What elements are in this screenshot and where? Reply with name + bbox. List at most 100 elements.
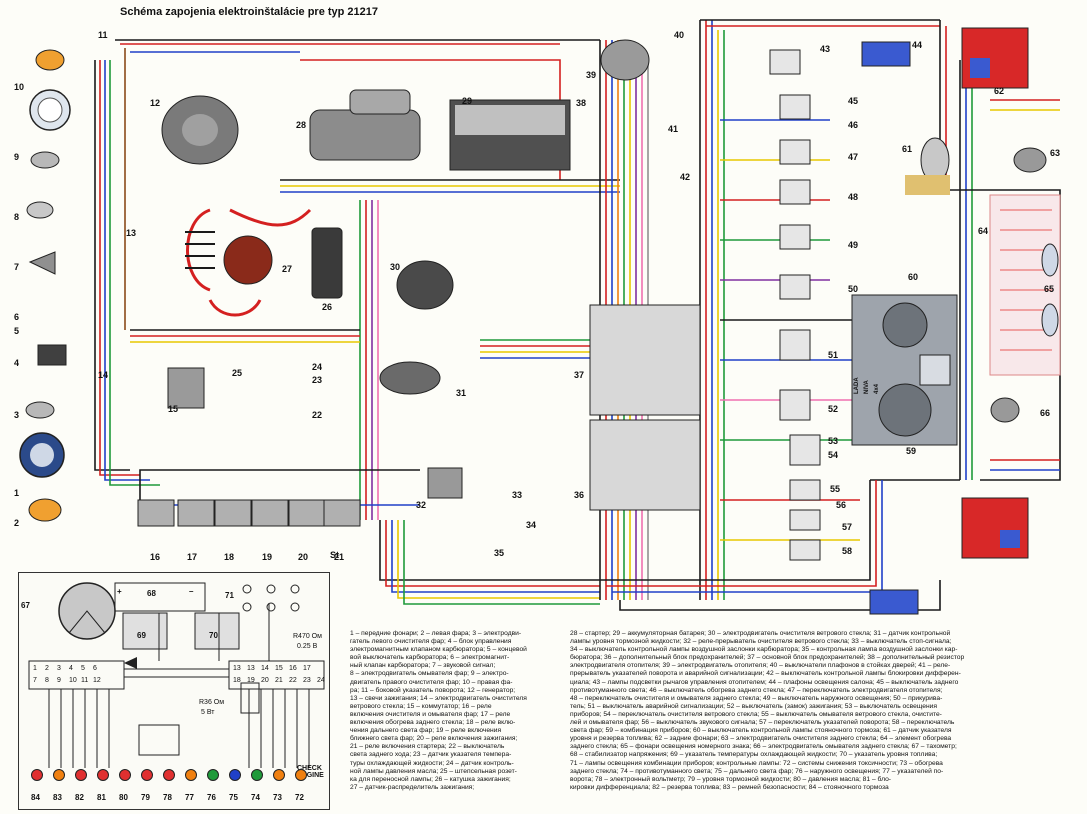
resistor-470-label: R470 Ом (293, 633, 322, 640)
connector-pin: 11 (81, 677, 89, 684)
warning-lamp-80 (119, 769, 131, 781)
component-number-66: 66 (1040, 408, 1051, 418)
relay-20 (288, 499, 326, 527)
component-number-36: 36 (574, 490, 585, 500)
horn-7 (28, 251, 56, 275)
warning-lamp-number: 83 (53, 793, 62, 802)
component-number-18: 18 (224, 552, 235, 562)
component-number-60: 60 (908, 272, 919, 282)
control-block-4 (37, 344, 67, 366)
warning-lamp-number: 78 (163, 793, 172, 802)
component-number-52: 52 (828, 404, 839, 414)
connector-pin: 24 (317, 677, 325, 684)
relay-32 (427, 467, 463, 499)
ignition-coil-26 (311, 227, 343, 299)
connector-pin: 5 (81, 665, 85, 672)
connector-pin: 23 (303, 677, 311, 684)
legend-line: лей и омывателя фар; 56 – выключатель зв… (570, 719, 955, 727)
start-relay-label: St (330, 550, 339, 560)
warning-lamp-number: 79 (141, 793, 150, 802)
resistor-36-label: R36 Ом (199, 699, 225, 706)
connector-pin: 3 (57, 665, 61, 672)
fuse-block-36 (589, 419, 701, 511)
warning-lamp-74 (251, 769, 263, 781)
component-number-7: 7 (14, 262, 20, 272)
legend-column-1: 1 – передние фонари; 2 – левая фара; 3 –… (350, 630, 582, 792)
harness-wires (94, 19, 1061, 611)
component-number-64: 64 (978, 226, 989, 236)
sensor-31 (379, 361, 441, 395)
legend-line: света заднего хода; 23 – датчик указател… (350, 751, 512, 759)
relay-18 (214, 499, 252, 527)
plate-lamp-65a (1041, 243, 1059, 277)
fuse-block-37 (589, 304, 701, 416)
legend-line: гатель левого очистителя фар; 4 – блок у… (350, 638, 512, 646)
warning-lamp-77 (185, 769, 197, 781)
component-number-21: 21 (334, 552, 345, 562)
legend-line: тель; 51 – выключатель аварийной сигнали… (570, 702, 938, 710)
component-number-65: 65 (1044, 284, 1055, 294)
warning-lamp-number: 74 (251, 793, 260, 802)
component-number-4: 4 (14, 358, 20, 368)
component-number-19: 19 (262, 552, 273, 562)
connector-pin: 19 (247, 677, 255, 684)
legend-line: противотуманного света; 46 – выключатель… (570, 686, 943, 694)
legend-line: ветрового стекла; 15 – коммутатор; 16 – … (350, 702, 492, 710)
component-number-57: 57 (842, 522, 853, 532)
cluster-lamps-label: 71 (225, 591, 234, 600)
lada-niva-label: LADA NIVA 4x4 (854, 377, 880, 394)
component-number-34: 34 (526, 520, 537, 530)
legend-line: приборов; 54 – переключатель очистителя … (570, 710, 942, 718)
heater-motor-39 (600, 39, 650, 81)
warning-lamp-73 (273, 769, 285, 781)
connector-pin: 14 (261, 665, 269, 672)
legend-line: 8 – электродвигатель омывателя фар; 9 – … (350, 670, 509, 678)
component-number-16: 16 (150, 552, 161, 562)
connector-pin: 10 (69, 677, 77, 684)
warning-lamp-72 (295, 769, 307, 781)
legend-line: ной лампы давления масла; 25 – штепсельн… (350, 767, 517, 775)
component-number-59: 59 (906, 446, 917, 456)
component-number-56: 56 (836, 500, 847, 510)
component-number-2: 2 (14, 518, 20, 528)
warning-lamp-number: 73 (273, 793, 282, 802)
front-lamps (19, 49, 71, 522)
legend-line: ный клапан карбюратора; 7 – звуковой сиг… (350, 662, 496, 670)
connector-pin: 13 (233, 665, 241, 672)
warning-lamp-84 (31, 769, 43, 781)
tachometer-label: 67 (21, 601, 30, 610)
component-number-6: 6 (14, 312, 20, 322)
plus-label: + (117, 587, 122, 596)
cabin-lamp-44 (861, 41, 911, 67)
component-number-10: 10 (14, 82, 25, 92)
component-number-1: 1 (14, 488, 20, 498)
minus-label: – (189, 587, 194, 596)
relay-19 (251, 499, 289, 527)
component-number-20: 20 (298, 552, 309, 562)
warning-lamp-81 (97, 769, 109, 781)
component-number-22: 22 (312, 410, 323, 420)
component-number-49: 49 (848, 240, 859, 250)
connector-pin: 21 (275, 677, 283, 684)
connector-pin: 8 (45, 677, 49, 684)
legend-line: чения дальнего света фар; 19 – реле вклю… (350, 727, 502, 735)
legend-line: включения обогрева заднего стекла; 18 – … (350, 719, 516, 727)
component-number-53: 53 (828, 436, 839, 446)
connector-pin: 22 (289, 677, 297, 684)
component-number-51: 51 (828, 350, 839, 360)
legend-line: прерыватель указателей поворота и аварий… (570, 670, 961, 678)
component-number-61: 61 (902, 144, 913, 154)
legend-line: заднего стекла; 65 – фонари освещения но… (570, 743, 957, 751)
connector-pin: 15 (275, 665, 283, 672)
legend-line: ка для переносной лампы; 26 – катушка за… (350, 775, 511, 783)
connector-pin: 1 (33, 665, 37, 672)
connector-pin: 12 (93, 677, 101, 684)
legend-line: двигатель правого очистителя фар; 10 – п… (350, 678, 513, 686)
relay-16 (137, 499, 175, 527)
legend-line: 21 – реле включения стартера; 22 – выклю… (350, 743, 505, 751)
check-engine-label: CHECK ENGINE (297, 765, 324, 779)
component-number-9: 9 (14, 152, 20, 162)
legend-line: 71 – лампы освещения комбинации приборов… (570, 759, 943, 767)
headlight-washer-8 (26, 201, 54, 219)
component-number-14: 14 (98, 370, 109, 380)
